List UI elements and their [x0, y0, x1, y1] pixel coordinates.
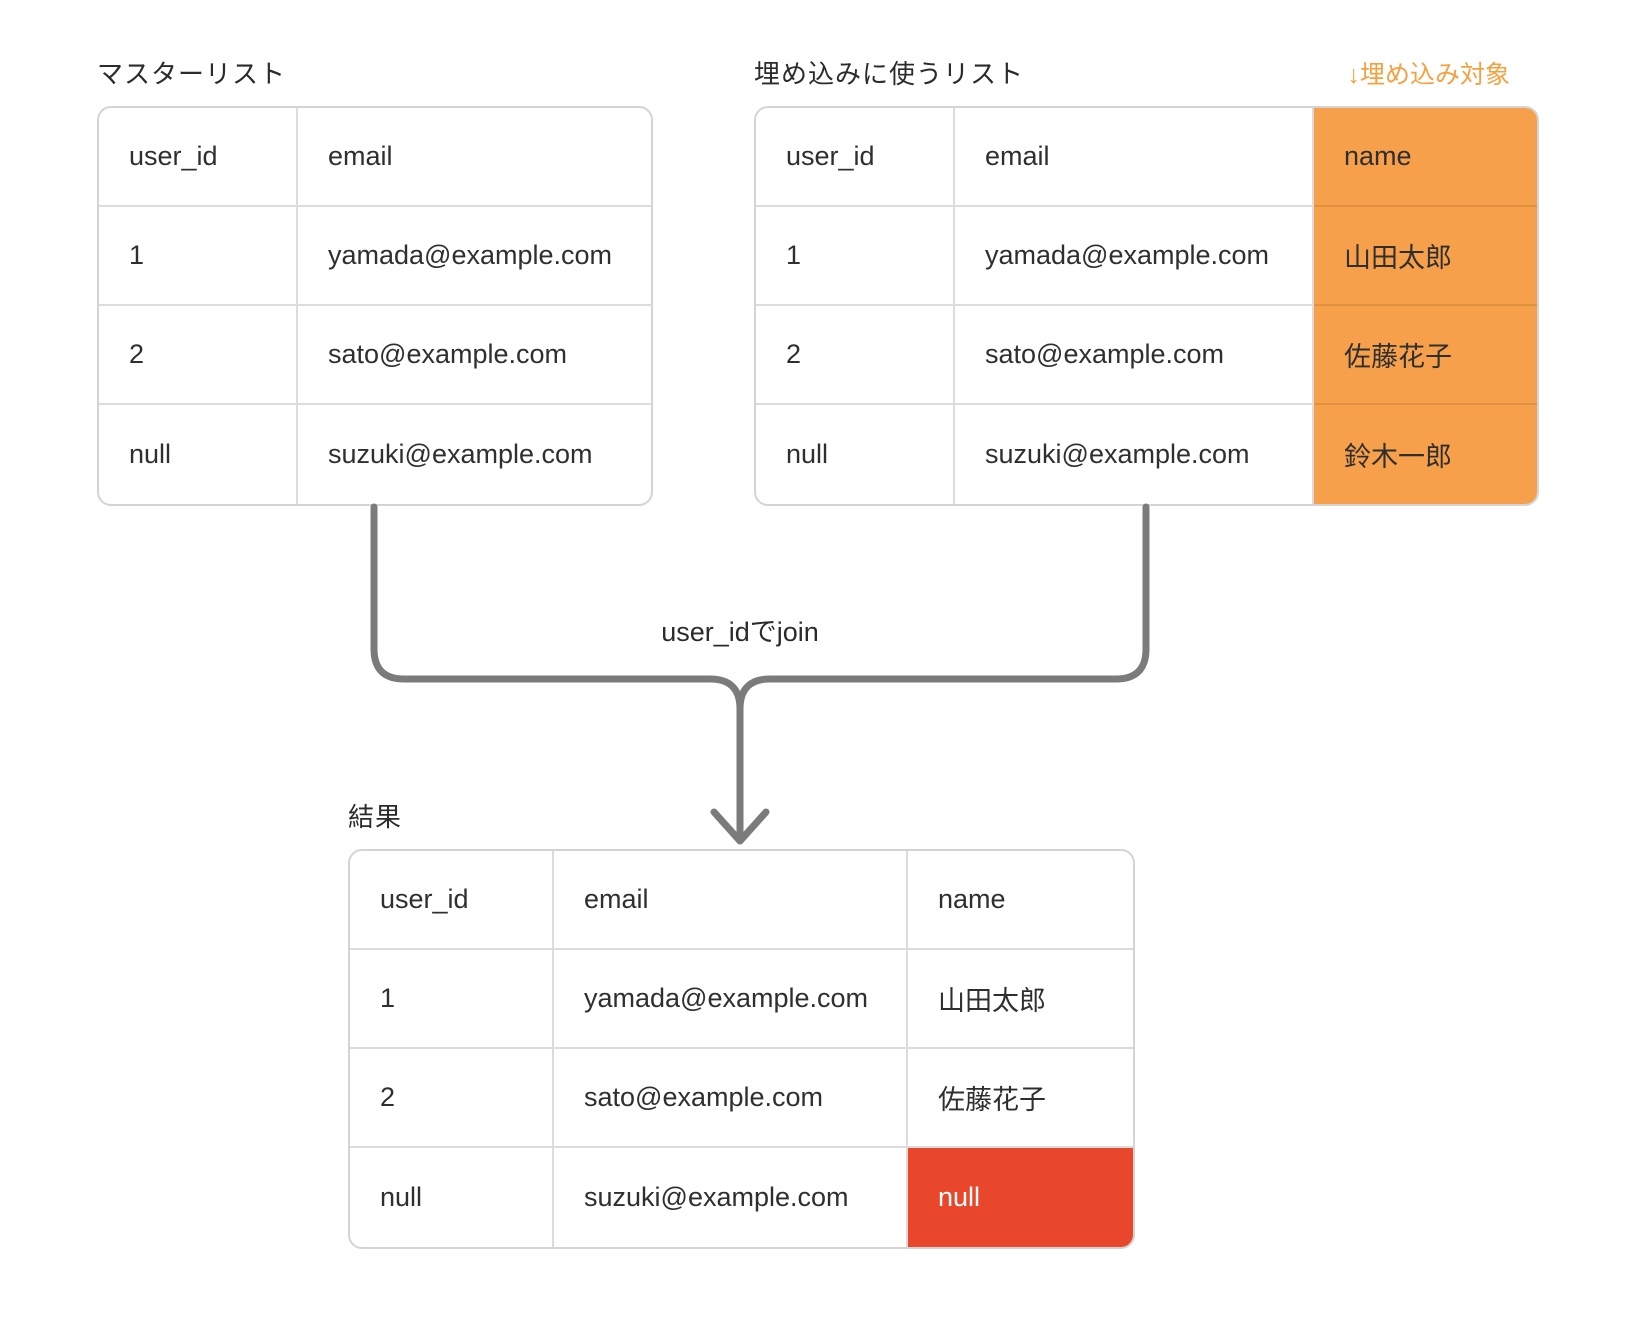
- embed-cell-name-highlighted: 佐藤花子: [1314, 306, 1537, 405]
- master-cell-user-id: 2: [99, 306, 298, 405]
- embed-header-email: email: [955, 108, 1314, 207]
- result-table-title: 結果: [348, 802, 403, 832]
- result-cell-email: suzuki@example.com: [554, 1148, 908, 1247]
- result-cell-user-id: 1: [350, 950, 554, 1049]
- master-header-email: email: [298, 108, 651, 207]
- embed-cell-user-id: 2: [756, 306, 955, 405]
- master-cell-email: yamada@example.com: [298, 207, 651, 306]
- result-table: user_id email name 1 yamada@example.com …: [348, 849, 1135, 1249]
- result-cell-name-null-highlighted: null: [908, 1148, 1133, 1247]
- result-cell-name: 佐藤花子: [908, 1049, 1133, 1148]
- embed-cell-user-id: 1: [756, 207, 955, 306]
- master-table: user_id email 1 yamada@example.com 2 sat…: [97, 106, 653, 506]
- master-table-title: マスターリスト: [97, 59, 287, 89]
- embed-target-badge: ↓埋め込み対象: [1347, 61, 1510, 89]
- result-cell-email: sato@example.com: [554, 1049, 908, 1148]
- result-cell-user-id: null: [350, 1148, 554, 1247]
- embed-cell-email: sato@example.com: [955, 306, 1314, 405]
- arrow-down-icon: [710, 808, 770, 845]
- master-cell-user-id: 1: [99, 207, 298, 306]
- result-cell-user-id: 2: [350, 1049, 554, 1148]
- result-cell-name: 山田太郎: [908, 950, 1133, 1049]
- embed-header-user-id: user_id: [756, 108, 955, 207]
- result-header-email: email: [554, 851, 908, 950]
- embed-cell-name-highlighted: 鈴木一郎: [1314, 405, 1537, 504]
- embed-cell-name-highlighted: 山田太郎: [1314, 207, 1537, 306]
- embed-cell-email: suzuki@example.com: [955, 405, 1314, 504]
- result-header-name: name: [908, 851, 1133, 950]
- join-arrow-label: user_idでjoin: [661, 617, 819, 647]
- embed-table-title: 埋め込みに使うリスト: [754, 59, 1025, 89]
- embed-cell-email: yamada@example.com: [955, 207, 1314, 306]
- master-header-user-id: user_id: [99, 108, 298, 207]
- master-cell-email: sato@example.com: [298, 306, 651, 405]
- master-cell-email: suzuki@example.com: [328, 439, 593, 469]
- embed-header-name-highlighted: name: [1314, 108, 1537, 207]
- result-cell-email: yamada@example.com: [554, 950, 908, 1049]
- master-cell-user-id: null: [99, 405, 298, 504]
- embed-table: user_id email name 1 yamada@example.com …: [754, 106, 1539, 506]
- embed-cell-user-id: null: [756, 405, 955, 504]
- result-header-user-id: user_id: [350, 851, 554, 950]
